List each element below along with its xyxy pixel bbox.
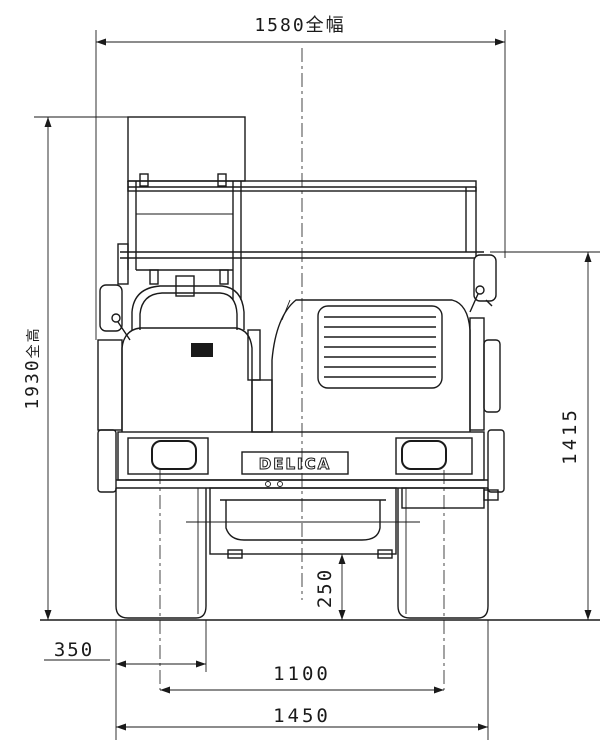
label-overall-height-text: 全高 [25,326,42,358]
logo-text: DELICA [259,455,331,473]
logo-plate [241,451,349,475]
left-outer-tire [97,429,117,493]
dimension-overall-width [95,30,506,340]
right-outer-tire [487,429,505,493]
seat-guard [131,269,245,330]
left-headlight [151,440,197,470]
dimension-width-1100 [160,686,444,694]
left-body-panel [97,327,273,433]
dimension-height-250 [300,553,352,620]
label-width-1100: 1100 [273,663,331,685]
engine-hood [271,299,501,432]
right-headlight [401,440,447,470]
right-mirror [469,254,497,313]
right-tire [397,488,489,619]
dimension-height-1415 [490,251,600,620]
left-tire [115,488,207,619]
left-mirror [99,284,131,341]
rops-frame [117,116,484,300]
dimension-width-1450 [116,620,489,740]
label-width-1450: 1450 [273,705,331,727]
undercarriage [186,487,499,559]
dimension-overall-height [34,116,128,620]
label-width-350: 350 [54,639,94,661]
label-overall-height-value: 1930 [22,358,43,409]
label-overall-width: 1580全幅 [254,15,345,36]
label-height-250: 250 [314,568,336,608]
label-height-1415: 1415 [559,407,581,465]
dimension-width-350 [44,620,207,740]
svg-text:1930全高: 1930全高 [22,326,43,409]
